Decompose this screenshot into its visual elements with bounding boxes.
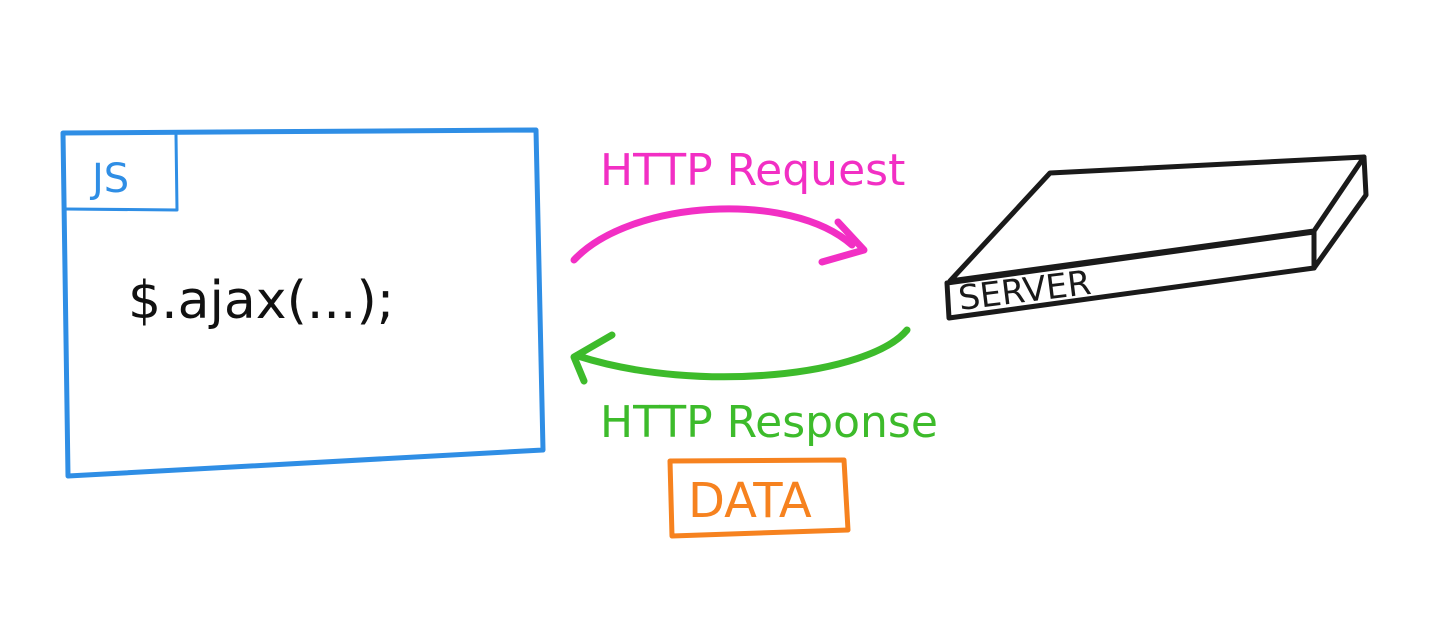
request-group: HTTP Request xyxy=(570,145,905,266)
js-code: $.ajax(...); xyxy=(128,271,394,331)
response-group: HTTP Response xyxy=(570,326,938,448)
data-box-outline xyxy=(667,457,851,539)
server: SERVER xyxy=(944,154,1369,321)
js-box: JS $.ajax(...); xyxy=(60,127,546,479)
server-top-face xyxy=(947,154,1367,284)
data-label: DATA xyxy=(688,473,812,529)
request-arrowhead xyxy=(818,218,868,266)
server-side-face xyxy=(1311,154,1369,271)
js-box-outline xyxy=(60,127,546,479)
request-arrow xyxy=(570,205,856,264)
server-label: SERVER xyxy=(956,263,1093,319)
data-box: DATA xyxy=(667,457,851,539)
response-arrowhead xyxy=(570,331,616,385)
js-tab-outline xyxy=(63,133,179,212)
response-arrow xyxy=(574,326,911,381)
js-tab-label: JS xyxy=(89,156,129,202)
request-label: HTTP Request xyxy=(600,145,905,196)
response-label: HTTP Response xyxy=(600,397,938,448)
